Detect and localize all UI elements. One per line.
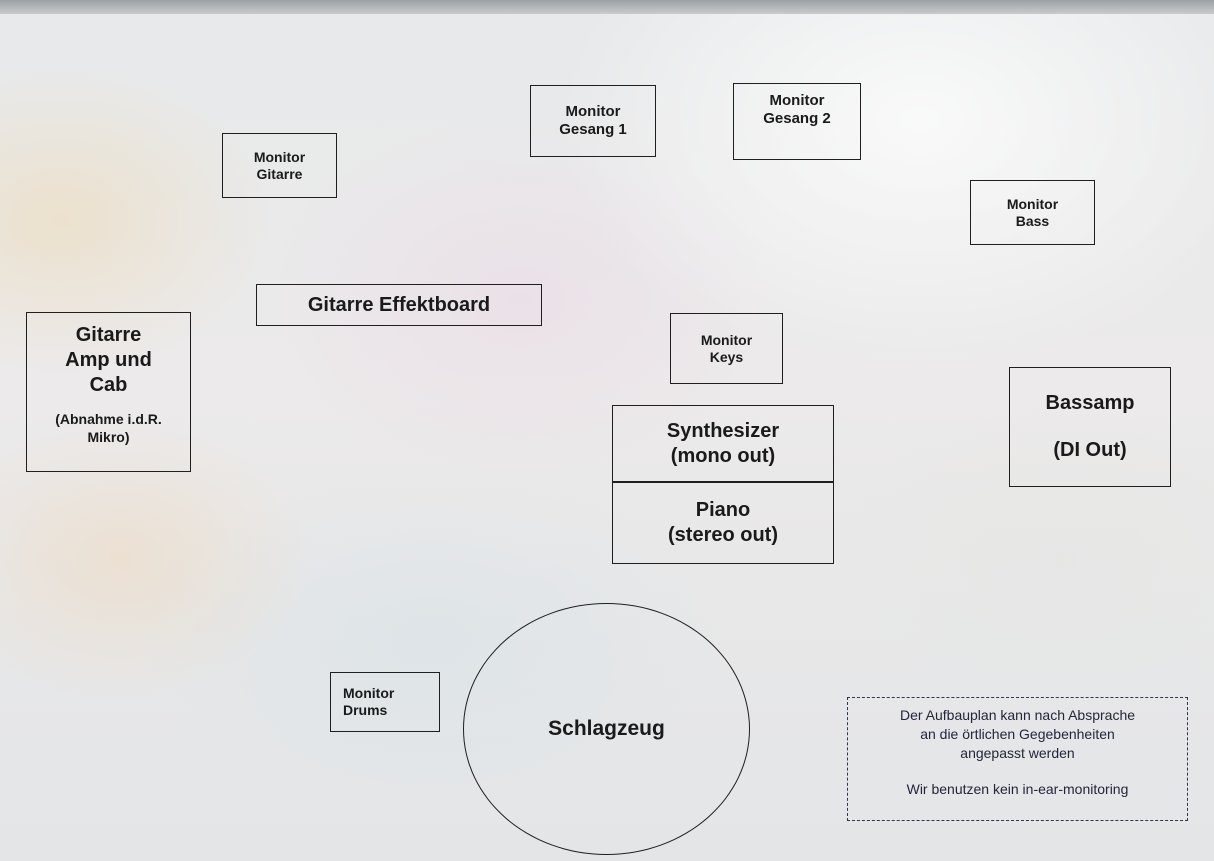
- monitor-gesang-1-label: Monitor Gesang 1: [559, 103, 627, 138]
- piano-label: Piano (stereo out): [668, 499, 778, 546]
- piano-box: Piano (stereo out): [612, 482, 834, 564]
- note-line-1: Der Aufbauplan kann nach Absprache an di…: [899, 707, 1136, 761]
- monitor-gitarre-label: Monitor Gitarre: [253, 148, 306, 182]
- monitor-keys-box: Monitor Keys: [670, 313, 783, 384]
- gitarre-amp-subtitle: (Abnahme i.d.R. Mikro): [55, 411, 162, 446]
- monitor-gesang-2-label: Monitor Gesang 2: [763, 92, 831, 127]
- note-gap: [858, 763, 1177, 780]
- monitor-bass-label: Monitor Bass: [1006, 195, 1059, 229]
- synthesizer-label: Synthesizer (mono out): [666, 419, 780, 467]
- monitor-bass-box: Monitor Bass: [970, 180, 1095, 245]
- monitor-gesang-1-box: Monitor Gesang 1: [530, 85, 656, 157]
- gitarre-effektboard-label: Gitarre Effektboard: [307, 293, 491, 316]
- gitarre-amp-box: Gitarre Amp und Cab (Abnahme i.d.R. Mikr…: [26, 312, 191, 472]
- bassamp-title: Bassamp: [1045, 392, 1135, 414]
- monitor-gitarre-box: Monitor Gitarre: [222, 133, 337, 198]
- note-line-2: Wir benutzen kein in-ear-monitoring: [906, 780, 1129, 797]
- gitarre-amp-title: Gitarre Amp und Cab: [65, 324, 152, 396]
- schlagzeug-label: Schlagzeug: [548, 717, 665, 740]
- monitor-drums-box: Monitor Drums: [330, 672, 440, 732]
- gitarre-effektboard-box: Gitarre Effektboard: [256, 284, 542, 326]
- note-box: Der Aufbauplan kann nach Absprache an di…: [847, 697, 1188, 821]
- bassamp-subtitle: (DI Out): [1053, 439, 1127, 461]
- bassamp-box: Bassamp (DI Out): [1009, 367, 1171, 487]
- synthesizer-box: Synthesizer (mono out): [612, 405, 834, 482]
- schlagzeug-ellipse: Schlagzeug: [463, 603, 750, 855]
- monitor-gesang-2-box: Monitor Gesang 2: [733, 83, 861, 160]
- monitor-drums-label: Monitor Drums: [343, 685, 395, 718]
- monitor-keys-label: Monitor Keys: [700, 331, 753, 365]
